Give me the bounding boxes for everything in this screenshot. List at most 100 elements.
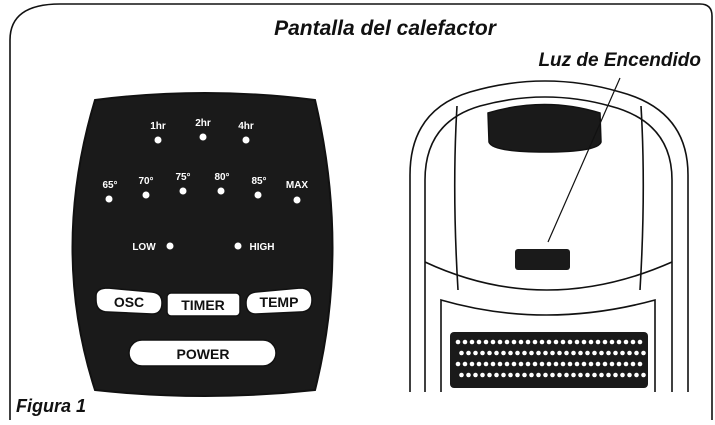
timer-indicator-2hr [199, 133, 207, 141]
grille-hole [525, 361, 531, 367]
grille-hole [511, 339, 517, 345]
grille-hole [613, 372, 618, 378]
grille-hole [459, 372, 464, 378]
temp-label-70: 70° [138, 176, 153, 187]
grille-hole [469, 339, 475, 345]
grille-hole [602, 339, 608, 345]
grille-hole [641, 372, 646, 378]
grille-hole [550, 350, 555, 356]
osc-button[interactable]: OSC [95, 287, 163, 315]
heater-face-left-edge [453, 105, 459, 291]
grille-hole [539, 361, 545, 367]
timer-button[interactable]: TIMER [166, 292, 241, 317]
grille-hole [466, 350, 471, 356]
temp-indicator-80 [217, 187, 225, 195]
grille-hole [567, 361, 573, 367]
grille-hole [466, 372, 471, 378]
grille-hole [630, 339, 636, 345]
figure-label: Figura 1 [16, 396, 86, 416]
grille-holes [455, 339, 646, 378]
grille-hole [641, 350, 646, 356]
temp-indicator-max [293, 196, 301, 204]
timer-button-label: TIMER [181, 297, 225, 313]
grille-hole [536, 350, 541, 356]
grille-hole [483, 339, 489, 345]
grille-hole [553, 339, 559, 345]
grille-hole [490, 339, 496, 345]
grille-hole [613, 350, 618, 356]
grille-hole [501, 372, 506, 378]
timer-indicator-1hr [154, 136, 162, 144]
grille-hole [585, 372, 590, 378]
grille-hole [469, 361, 475, 367]
grille-hole [480, 372, 485, 378]
grille-hole [616, 339, 622, 345]
power-light [515, 249, 570, 270]
grille-hole [609, 339, 615, 345]
grille-hole [511, 361, 517, 367]
grille-hole [476, 339, 482, 345]
control-panel: 1hr 2hr 4hr 65° 70° 75° 80° 85° MAX LOW … [71, 92, 334, 397]
grille-hole [623, 361, 629, 367]
grille-hole [518, 361, 524, 367]
power-button-label: POWER [177, 346, 230, 362]
grille-hole [637, 339, 643, 345]
heater-top-window [487, 103, 602, 153]
grille-hole [483, 361, 489, 367]
heater-outer-shell [409, 80, 689, 392]
grille-hole [494, 372, 499, 378]
grille-hole [508, 350, 513, 356]
grille-hole [578, 350, 583, 356]
grille-hole [543, 350, 548, 356]
temp-button-label: TEMP [260, 294, 299, 310]
temp-indicator-85 [254, 191, 262, 199]
grille-hole [599, 350, 604, 356]
grille-hole [515, 372, 520, 378]
grille-hole [627, 350, 632, 356]
grille-hole [515, 350, 520, 356]
grille-hole [473, 372, 478, 378]
high-indicator [234, 242, 242, 250]
grille-hole [620, 372, 625, 378]
grille-hole [522, 372, 527, 378]
grille-hole [459, 350, 464, 356]
heater-face-right-edge [639, 105, 645, 291]
grille-hole [578, 372, 583, 378]
timer-label-4hr: 4hr [238, 121, 254, 132]
grille-hole [616, 361, 622, 367]
grille-hole [581, 361, 587, 367]
grille-hole [634, 350, 639, 356]
heater-inner-shell [424, 96, 673, 392]
grille-hole [550, 372, 555, 378]
temp-label-75: 75° [175, 172, 190, 183]
grille-hole [529, 350, 534, 356]
timer-label-1hr: 1hr [150, 121, 166, 132]
grille-hole [560, 339, 566, 345]
temp-button[interactable]: TEMP [245, 287, 313, 315]
grille-hole [557, 372, 562, 378]
power-light-callout: Luz de Encendido [538, 50, 701, 71]
grille-hole [623, 339, 629, 345]
timer-indicator-4hr [242, 136, 250, 144]
grille-hole [637, 361, 643, 367]
grille-hole [480, 350, 485, 356]
timer-label-2hr: 2hr [195, 118, 211, 129]
grille-hole [560, 361, 566, 367]
grille-hole [574, 339, 580, 345]
grille-hole [546, 361, 552, 367]
grille-hole [606, 350, 611, 356]
grille-hole [592, 372, 597, 378]
grille-hole [455, 339, 461, 345]
low-indicator [166, 242, 174, 250]
grille-hole [595, 361, 601, 367]
power-button[interactable]: POWER [128, 339, 277, 367]
low-label: LOW [132, 242, 156, 253]
grille-hole [504, 339, 510, 345]
grille-hole [497, 361, 503, 367]
heater-lower-body [440, 298, 656, 392]
grille-hole [588, 339, 594, 345]
heater-grille [450, 332, 648, 388]
grille-hole [630, 361, 636, 367]
grille-hole [620, 350, 625, 356]
